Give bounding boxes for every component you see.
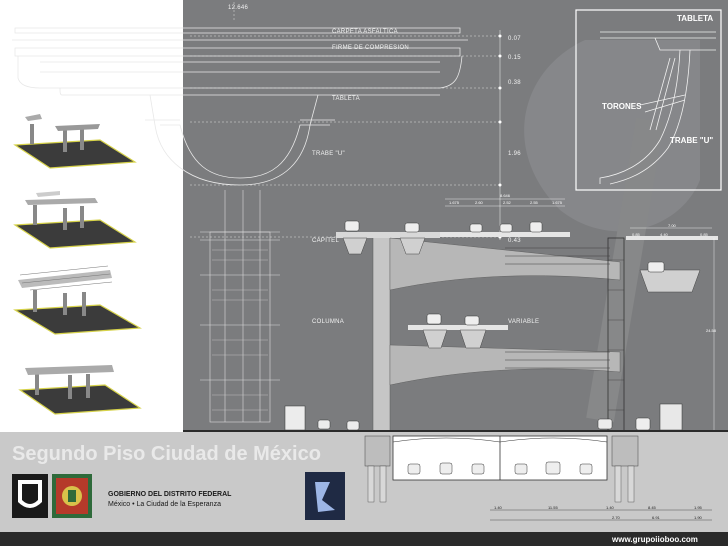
- foundation-dims: 1.40 11.55 1.40 8.45 1.95 2.70 6.91 1.90: [490, 505, 712, 521]
- dim-h1: 24.58: [706, 328, 717, 333]
- dim-r2: 0.85: [632, 232, 641, 237]
- dim-r1: 7.00: [668, 223, 677, 228]
- detail-torones-label: TORONES: [602, 102, 642, 111]
- top-dimension-label: 12.646: [228, 5, 249, 11]
- thickness-1: 0.07: [508, 36, 521, 42]
- dim-b2: 11.55: [548, 505, 558, 510]
- dim-d1: 8.646: [500, 193, 511, 198]
- thumbnail-2: [13, 191, 137, 249]
- capitel-label: CAPITEL: [312, 238, 339, 244]
- dim-d2: 1.675: [449, 200, 460, 205]
- thumbnail-3: [13, 265, 143, 335]
- scaffold-hatching: [212, 249, 268, 411]
- thumbnail-4: [18, 365, 142, 415]
- page-title: Segundo Piso Ciudad de México: [12, 443, 321, 465]
- detail-box: TABLETA TORONES TRABE "U": [575, 9, 722, 191]
- thickness-2: 0.15: [508, 55, 521, 61]
- footer-url: www.grupoiioboo.com: [611, 535, 698, 544]
- government-line2: México • La Ciudad de la Esperanza: [108, 501, 221, 508]
- dim-d6: 1.675: [552, 200, 563, 205]
- dimension-guides: [190, 2, 500, 238]
- footer-bar: [0, 532, 728, 546]
- thumbnail-1: [13, 114, 137, 169]
- scaffold-tower: [200, 190, 280, 423]
- top-capitel: [336, 232, 440, 238]
- detail-tableta-label: TABLETA: [677, 14, 713, 23]
- right-deck: [626, 236, 718, 431]
- dim-b3: 1.40: [606, 505, 615, 510]
- dim-b4: 8.45: [648, 505, 657, 510]
- dim-c2: 6.91: [652, 515, 661, 520]
- dim-c3: 1.90: [694, 515, 703, 520]
- carpeta-asfaltica-label: CARPETA ASFALTICA: [332, 29, 398, 35]
- dim-d3: 2.60: [475, 200, 484, 205]
- rebar-zones: [505, 247, 610, 369]
- thickness-5: 0.43: [508, 238, 521, 244]
- program-badge-logo: [305, 472, 345, 520]
- dim-r4: 0.85: [700, 232, 709, 237]
- dim-c1: 2.70: [612, 515, 621, 520]
- foundation-section: [364, 435, 639, 503]
- trabe-u-label: TRABE "U": [312, 151, 345, 157]
- upper-deck-dims: 8.646 1.675 2.60 2.52 2.55 1.675 7.00 0.…: [445, 193, 717, 430]
- dim-b1: 1.40: [494, 505, 503, 510]
- tableta-label: TABLETA: [332, 96, 360, 102]
- main-column: [372, 235, 391, 433]
- watermark-shape: [524, 40, 700, 232]
- thickness-3: 0.38: [508, 80, 521, 86]
- thickness-4: 1.96: [508, 151, 521, 157]
- dim-d5: 2.55: [530, 200, 539, 205]
- middle-deck: [408, 313, 508, 349]
- coat-of-arms-logo: [52, 474, 92, 518]
- government-line1: GOBIERNO DEL DISTRITO FEDERAL: [108, 491, 232, 498]
- dim-r3: 4.40: [660, 232, 669, 237]
- ground-vehicles: [284, 405, 613, 431]
- dim-b5: 1.95: [694, 505, 703, 510]
- ground-road: [183, 430, 728, 433]
- columna-label: COLUMNA: [312, 319, 344, 325]
- upper-deck: [342, 220, 570, 255]
- right-column-hatch: [608, 259, 624, 411]
- city-shield-logo: [12, 474, 48, 518]
- detail-trabe-label: TRABE "U": [670, 136, 713, 145]
- dim-d4: 2.52: [503, 200, 512, 205]
- variable-label: VARIABLE: [508, 319, 539, 325]
- firme-compresion-label: FIRME DE COMPRESION: [332, 45, 409, 51]
